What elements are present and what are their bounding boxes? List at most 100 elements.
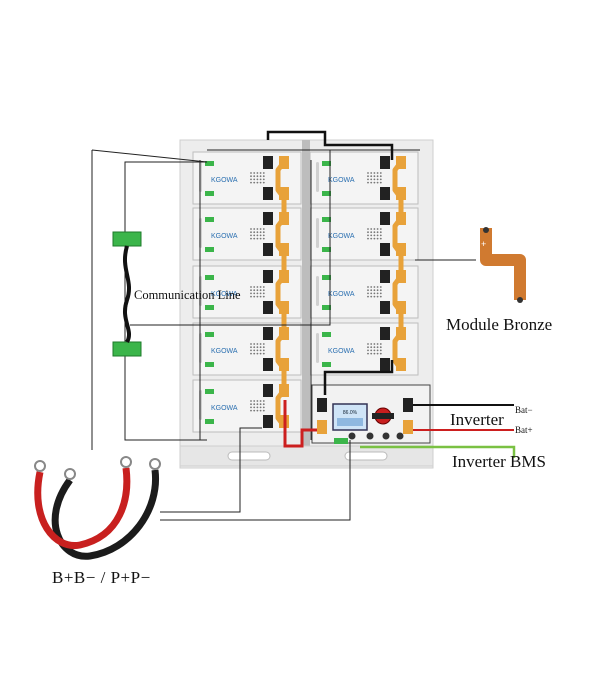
module-brand: KGOWA bbox=[328, 233, 355, 240]
comm-cable-twisted bbox=[123, 245, 131, 344]
output-terminal-pos bbox=[403, 420, 413, 434]
vent-hole bbox=[253, 343, 256, 345]
module-terminal-pos bbox=[396, 243, 406, 256]
module-handle bbox=[316, 333, 319, 363]
module-handle bbox=[316, 162, 319, 192]
module-terminal-neg bbox=[263, 187, 273, 200]
vent-hole bbox=[379, 237, 382, 240]
vent-hole bbox=[373, 172, 376, 174]
vent-hole bbox=[250, 346, 252, 349]
vent-hole bbox=[367, 289, 369, 292]
vent-hole bbox=[253, 172, 256, 174]
module-comm-port bbox=[205, 419, 214, 424]
module-terminal-neg bbox=[380, 187, 390, 200]
output-terminal-neg bbox=[403, 398, 413, 412]
vent-hole bbox=[262, 286, 265, 288]
vent-hole bbox=[256, 346, 259, 349]
module-terminal-pos bbox=[396, 358, 406, 371]
module-comm-port bbox=[322, 305, 331, 310]
vent-hole bbox=[259, 292, 262, 295]
vent-hole bbox=[373, 175, 376, 178]
vent-hole bbox=[367, 231, 369, 234]
inverter-label: Inverter bbox=[450, 410, 504, 429]
vent-hole bbox=[250, 352, 252, 355]
module-terminal-neg bbox=[263, 270, 273, 283]
vent-hole bbox=[376, 237, 379, 240]
vent-hole bbox=[259, 349, 262, 352]
vent-hole bbox=[259, 172, 262, 174]
vent-hole bbox=[253, 295, 256, 298]
vent-hole bbox=[259, 181, 262, 184]
vent-hole bbox=[250, 234, 252, 237]
vent-hole bbox=[253, 286, 256, 288]
vent-hole bbox=[379, 175, 382, 178]
comm-line-cable bbox=[112, 231, 142, 357]
vent-hole bbox=[370, 181, 373, 184]
battery-modules: KGOWAKGOWAKGOWAKGOWAKGOWAKGOWAKGOWAKGOWA… bbox=[192, 151, 419, 433]
module-comm-port bbox=[322, 161, 331, 166]
cable-red bbox=[34, 467, 131, 549]
vent-hole bbox=[376, 289, 379, 292]
vent-hole bbox=[373, 343, 376, 345]
vent-hole bbox=[262, 228, 265, 230]
vent-hole bbox=[259, 231, 262, 234]
vent-hole bbox=[370, 349, 373, 352]
module-comm-port bbox=[322, 362, 331, 367]
vent-hole bbox=[259, 234, 262, 237]
module-terminal-neg bbox=[263, 384, 273, 397]
vent-hole bbox=[370, 175, 373, 178]
vent-hole bbox=[373, 237, 376, 240]
vent-hole bbox=[370, 172, 373, 174]
vent-hole bbox=[250, 343, 252, 345]
vent-hole bbox=[379, 228, 382, 230]
battery-module: KGOWA bbox=[309, 322, 419, 376]
cable-lug-2 bbox=[64, 468, 76, 480]
vent-hole bbox=[250, 286, 252, 288]
vent-hole bbox=[262, 172, 265, 174]
module-brand: KGOWA bbox=[211, 233, 238, 240]
module-comm-port bbox=[205, 161, 214, 166]
vent-hole bbox=[253, 349, 256, 352]
module-brand: KGOWA bbox=[328, 348, 355, 355]
module-comm-port bbox=[322, 217, 331, 222]
vent-hole bbox=[376, 178, 379, 181]
vent-hole bbox=[253, 175, 256, 178]
module-comm-port bbox=[205, 362, 214, 367]
vent-hole bbox=[253, 352, 256, 355]
vent-hole bbox=[256, 400, 259, 402]
vent-hole bbox=[370, 292, 373, 295]
vent-hole bbox=[262, 352, 265, 355]
comm-connector-bottom bbox=[112, 341, 142, 357]
vent-hole bbox=[367, 352, 369, 355]
vent-hole bbox=[253, 237, 256, 240]
module-brand: KGOWA bbox=[328, 291, 355, 298]
vent-hole bbox=[370, 234, 373, 237]
vent-hole bbox=[256, 172, 259, 174]
vent-hole bbox=[370, 343, 373, 345]
vent-hole bbox=[373, 292, 376, 295]
vent-hole bbox=[256, 181, 259, 184]
cabinet-base bbox=[179, 445, 434, 467]
vent-hole bbox=[253, 231, 256, 234]
module-comm-port bbox=[205, 389, 214, 394]
module-comm-port bbox=[322, 275, 331, 280]
inverter-bms-label: Inverter BMS bbox=[452, 452, 546, 471]
vent-hole bbox=[370, 231, 373, 234]
vent-hole bbox=[376, 349, 379, 352]
vent-hole bbox=[250, 406, 252, 409]
interconnect-top-black bbox=[266, 130, 394, 160]
vent-hole bbox=[367, 175, 369, 178]
vent-hole bbox=[376, 343, 379, 345]
module-terminal-neg bbox=[380, 243, 390, 256]
vent-hole bbox=[373, 289, 376, 292]
vent-hole bbox=[373, 286, 376, 288]
vent-hole bbox=[259, 286, 262, 288]
port-4 bbox=[396, 432, 404, 440]
vent-hole bbox=[376, 346, 379, 349]
vent-hole bbox=[262, 289, 265, 292]
module-terminal-neg bbox=[380, 327, 390, 340]
vent-hole bbox=[259, 409, 262, 412]
module-terminal-neg bbox=[380, 156, 390, 169]
vent-hole bbox=[373, 228, 376, 230]
inverter-bms-line bbox=[360, 445, 516, 458]
